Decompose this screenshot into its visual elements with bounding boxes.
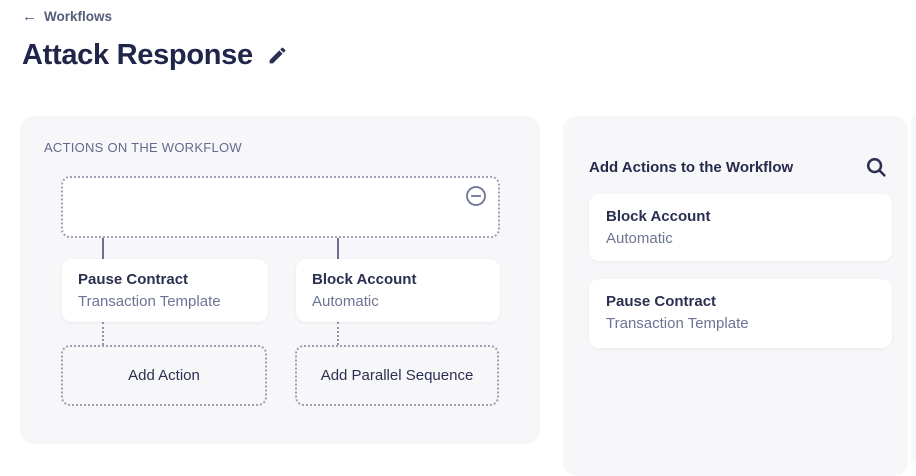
connector-line (337, 238, 339, 259)
action-library-title: Add Actions to the Workflow (589, 159, 794, 176)
back-link-label: Workflows (44, 9, 113, 24)
workflow-root-node[interactable] (61, 176, 500, 238)
node-subtitle: Transaction Template (78, 292, 221, 310)
action-library-panel: Add Actions to the Workflow Block Accoun… (563, 116, 908, 476)
workflow-section-label: ACTIONS ON THE WORKFLOW (44, 140, 242, 155)
cutoff-panel-fragment (911, 116, 916, 461)
add-parallel-sequence-button[interactable]: Add Parallel Sequence (295, 345, 499, 406)
add-action-button[interactable]: Add Action (61, 345, 267, 406)
page-title: Attack Response (22, 39, 253, 71)
item-title: Block Account (606, 208, 711, 225)
workflow-canvas-panel: ACTIONS ON THE WORKFLOW Pause Contract T… (20, 116, 540, 444)
item-subtitle: Automatic (606, 229, 673, 247)
node-subtitle: Automatic (312, 292, 379, 310)
back-link[interactable]: ← Workflows (22, 9, 112, 24)
search-icon[interactable] (865, 156, 887, 178)
minus-circle-icon[interactable] (465, 185, 487, 207)
connector-dotted-line (337, 322, 341, 345)
item-title: Pause Contract (606, 293, 717, 310)
library-item-block-account[interactable]: Block Account Automatic (589, 194, 892, 261)
workflow-node-pause-contract[interactable]: Pause Contract Transaction Template (62, 259, 268, 322)
node-title: Pause Contract (78, 271, 189, 288)
back-arrow-icon: ← (22, 8, 37, 25)
connector-dotted-line (102, 322, 106, 345)
node-title: Block Account (312, 271, 417, 288)
connector-line (102, 238, 104, 259)
workflow-node-block-account[interactable]: Block Account Automatic (296, 259, 500, 322)
item-subtitle: Transaction Template (606, 314, 749, 332)
library-item-pause-contract[interactable]: Pause Contract Transaction Template (589, 279, 892, 348)
page-title-row: Attack Response (22, 39, 288, 72)
edit-pencil-icon[interactable] (267, 45, 288, 66)
